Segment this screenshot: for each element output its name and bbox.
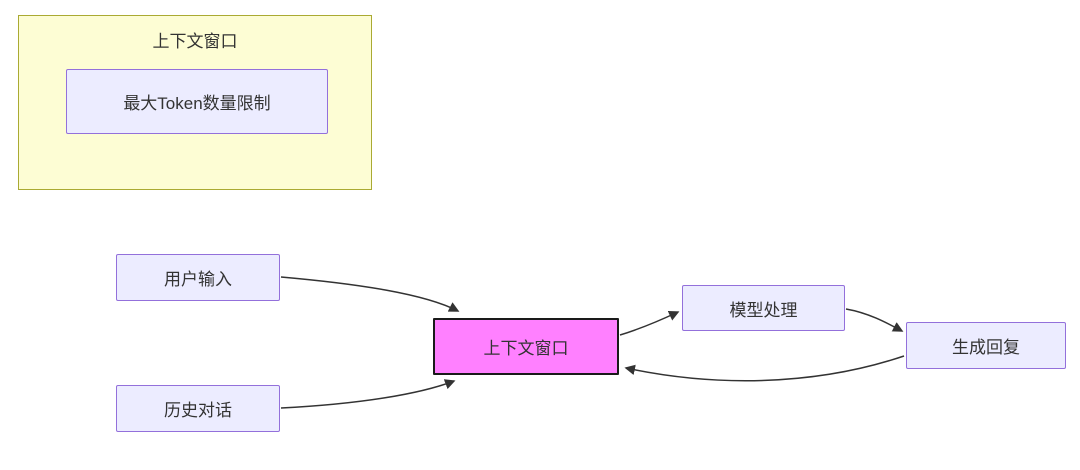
node-user-input: 用户输入 (116, 254, 280, 301)
edge-generate-reply-to-context-window (624, 355, 905, 382)
node-max-token-limit: 最大Token数量限制 (66, 69, 328, 134)
edge-context-window-to-model-processing (619, 311, 680, 336)
edge-model-processing-to-generate-reply (845, 308, 904, 332)
node-generate-reply: 生成回复 (906, 322, 1066, 369)
edge-user-input-to-context-window (280, 276, 460, 312)
node-model-processing: 模型处理 (682, 285, 845, 331)
node-context-window: 上下文窗口 (433, 318, 619, 375)
edge-history-chat-to-context-window (280, 379, 456, 409)
subgraph-context-window: 上下文窗口 最大Token数量限制 (18, 15, 372, 190)
node-history-chat: 历史对话 (116, 385, 280, 432)
subgraph-title: 上下文窗口 (152, 32, 238, 51)
